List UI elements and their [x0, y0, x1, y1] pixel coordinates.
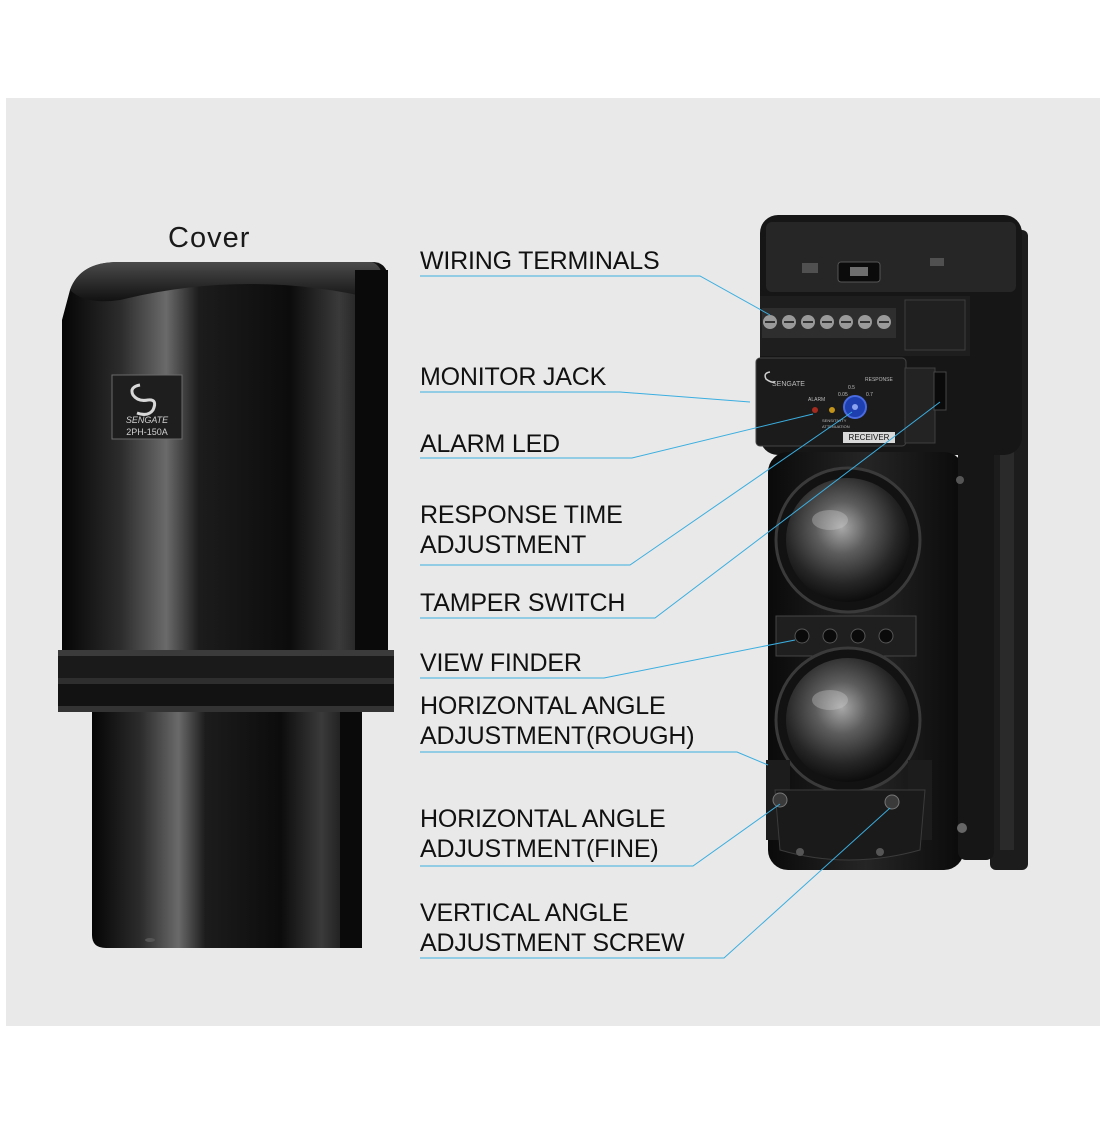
callout-line: HORIZONTAL ANGLE	[420, 805, 666, 833]
callout-line: ADJUSTMENT SCREW	[420, 929, 685, 957]
tamper-switch	[933, 371, 947, 411]
callout-line: VERTICAL ANGLE	[420, 899, 629, 927]
receiver-attenuation-text: ATTENUATION	[822, 424, 850, 429]
callout-line: ALARM LED	[420, 430, 560, 458]
leader-view-finder	[420, 639, 796, 679]
receiver-unit: SENGATE ALARM SENSITIVITY ATTENUATION 0.…	[755, 215, 1028, 870]
leader-lines	[420, 275, 941, 959]
callout-line: ADJUSTMENT(FINE)	[420, 835, 659, 863]
dial-mark-1: 0.5	[848, 385, 855, 391]
leader-tamper-switch	[420, 401, 941, 619]
callout-line: WIRING TERMINALS	[420, 247, 660, 275]
lower-lens	[786, 658, 910, 782]
leader-vertical-screw	[420, 807, 891, 959]
cover-housing	[58, 262, 394, 948]
callout-monitor-jack: MONITOR JACK	[420, 362, 606, 392]
cover-title: Cover	[168, 222, 251, 254]
callout-tamper-switch: TAMPER SWITCH	[420, 588, 625, 618]
receiver-brand: SENGATE	[772, 381, 805, 388]
callout-line: MONITOR JACK	[420, 363, 607, 391]
cover-logo-model: 2PH-150A	[126, 427, 168, 437]
callout-line: HORIZONTAL ANGLE	[420, 692, 666, 720]
receiver-sensitivity-text: SENSITIVITY	[822, 418, 847, 423]
wiring-terminal-screws	[762, 308, 896, 338]
callout-line: TAMPER SWITCH	[420, 589, 626, 617]
callout-vertical-screw: VERTICAL ANGLE ADJUSTMENT SCREW	[420, 898, 685, 958]
cover-logo-brand: SENGATE	[126, 415, 169, 425]
callout-response-time: RESPONSE TIME ADJUSTMENT	[420, 500, 623, 560]
callout-line: ADJUSTMENT	[420, 531, 587, 559]
callout-view-finder: VIEW FINDER	[420, 648, 582, 678]
callout-wiring-terminals: WIRING TERMINALS	[420, 246, 660, 276]
leader-horizontal-fine	[420, 803, 781, 867]
leader-alarm-led	[420, 413, 814, 459]
callout-horizontal-fine: HORIZONTAL ANGLE ADJUSTMENT(FINE)	[420, 804, 666, 864]
callout-line: RESPONSE TIME	[420, 501, 623, 529]
receiver-response-text: RESPONSE	[865, 377, 893, 383]
callout-line: VIEW FINDER	[420, 649, 582, 677]
leader-monitor-jack	[420, 391, 751, 403]
leader-response-time	[420, 411, 853, 566]
receiver-badge: RECEIVER	[849, 433, 890, 442]
callout-line: ADJUSTMENT(ROUGH)	[420, 722, 695, 750]
dial-mark-2: 0.05	[838, 392, 848, 398]
leader-horizontal-rough	[420, 751, 769, 766]
upper-lens	[786, 478, 910, 602]
cover-logo: SENGATE 2PH-150A	[111, 374, 183, 440]
leader-wiring-terminals	[420, 275, 771, 316]
alarm-led	[812, 407, 818, 413]
callout-horizontal-rough: HORIZONTAL ANGLE ADJUSTMENT(ROUGH)	[420, 691, 695, 751]
callout-alarm-led: ALARM LED	[420, 429, 560, 459]
dial-mark-3: 0.7	[866, 392, 873, 398]
receiver-alarm-text: ALARM	[808, 397, 825, 403]
